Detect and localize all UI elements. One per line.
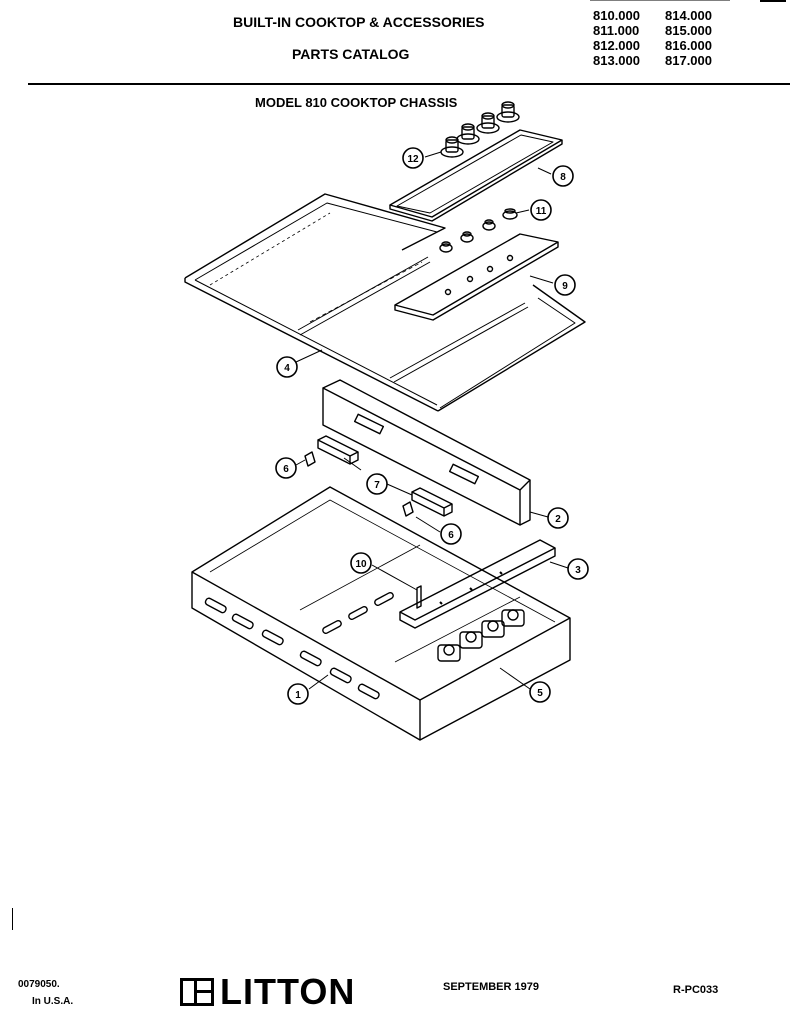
callout-11 [530, 199, 552, 221]
callout-label: 8 [560, 172, 566, 183]
callout-10 [350, 552, 372, 574]
callout-6-second [440, 523, 462, 545]
control-panel-frame [389, 129, 563, 222]
margin-mark [12, 908, 13, 930]
catalog-title: BUILT-IN COOKTOP & ACCESSORIES [233, 14, 485, 30]
callout-label: 4 [284, 363, 290, 374]
model-number: 812.000 [593, 38, 640, 53]
callout-label: 6 [448, 530, 454, 541]
knob [456, 123, 480, 145]
wire-clip [402, 501, 414, 517]
model-number: 816.000 [665, 38, 712, 53]
callout-label: 10 [355, 559, 367, 570]
terminal-block [317, 435, 359, 465]
model-number: 810.000 [593, 8, 640, 23]
model-number: 817.000 [665, 53, 712, 68]
brand-logo: LITTON [180, 971, 356, 1012]
brand-name: LITTON [220, 971, 356, 1012]
switch-group [437, 609, 525, 662]
callout-1 [287, 683, 309, 705]
wire-clip [304, 451, 316, 467]
callout-label: 5 [537, 688, 543, 699]
callout-5 [529, 681, 551, 703]
fastener [416, 585, 422, 609]
callout-label: 9 [562, 281, 568, 292]
terminal-block [411, 487, 453, 517]
diagram-title: MODEL 810 COOKTOP CHASSIS [255, 95, 458, 110]
callout-label: 6 [283, 464, 289, 475]
header-divider [28, 83, 790, 85]
callout-label: 12 [407, 154, 419, 165]
callout-12 [402, 147, 424, 169]
callout-3 [567, 558, 589, 580]
catalog-subtitle: PARTS CATALOG [292, 46, 410, 62]
callout-label: 3 [575, 565, 581, 576]
callout-4 [276, 356, 298, 378]
footer-reference: R-PC033 [673, 984, 719, 996]
callout-6 [275, 457, 297, 479]
knob-group [440, 101, 520, 158]
callout-2 [547, 507, 569, 529]
front-rail [322, 379, 531, 526]
callout-8 [552, 165, 574, 187]
callout-label: 2 [555, 514, 561, 525]
knob [496, 101, 520, 123]
header-top-rule-fragment [590, 0, 730, 1]
callout-label: 1 [295, 690, 301, 701]
callout-label: 11 [536, 206, 547, 217]
model-number: 811.000 [593, 23, 640, 38]
model-number: 813.000 [593, 53, 640, 68]
footer-country: In U.S.A. [32, 996, 74, 1007]
control-panel-plate [394, 233, 559, 321]
model-number: 815.000 [665, 23, 712, 38]
switch [481, 620, 505, 638]
footer-date: SEPTEMBER 1979 [443, 981, 539, 993]
footer-code: 0079050. [18, 979, 60, 990]
knob-bezel-group [439, 208, 518, 253]
switch [437, 644, 461, 662]
knob [476, 112, 500, 134]
callout-7 [366, 473, 388, 495]
callout-9 [554, 274, 576, 296]
litton-logo-icon [180, 978, 214, 1006]
model-number-list: 810.000 814.000 811.000 815.000 812.000 … [593, 8, 737, 68]
chassis-box [191, 486, 571, 741]
callout-label: 7 [374, 480, 380, 491]
header-corner-mark [760, 0, 786, 2]
leader-lines [295, 151, 569, 690]
switch-bracket [399, 539, 556, 629]
switch [501, 609, 525, 627]
exploded-parts-diagram: 12 8 11 9 4 6 7 2 6 10 3 1 5 [184, 101, 589, 741]
knob [440, 136, 464, 158]
cooktop-top [184, 193, 586, 412]
model-number: 814.000 [665, 8, 712, 23]
switch [459, 631, 483, 649]
